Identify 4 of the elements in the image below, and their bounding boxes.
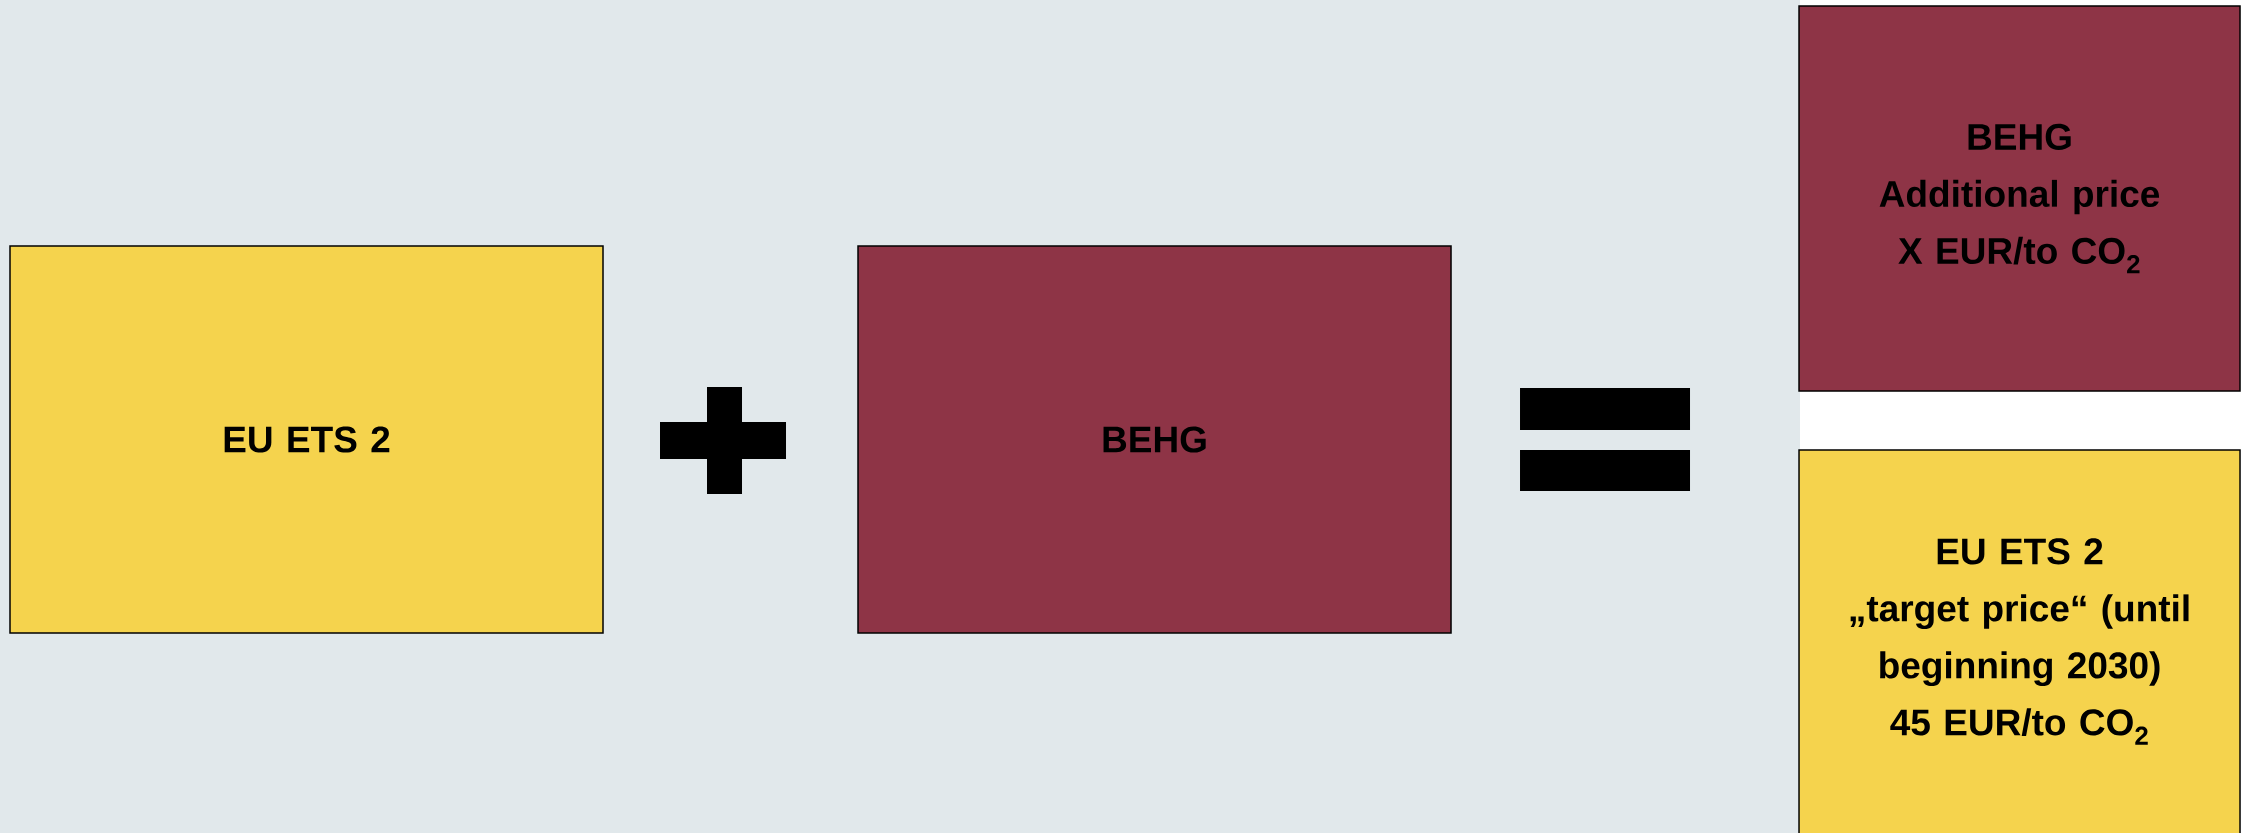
text-box: EU ETS 2 „target price“ (until beginning 2030) 45 EUR/to CO$_{2}$	[1798, 449, 2241, 833]
text-box: BEHG	[857, 245, 1452, 634]
text-box: EU ETS 2	[9, 245, 604, 634]
text-box: BEHG Additional price X EUR/to CO$_{2}$	[1798, 5, 2241, 392]
